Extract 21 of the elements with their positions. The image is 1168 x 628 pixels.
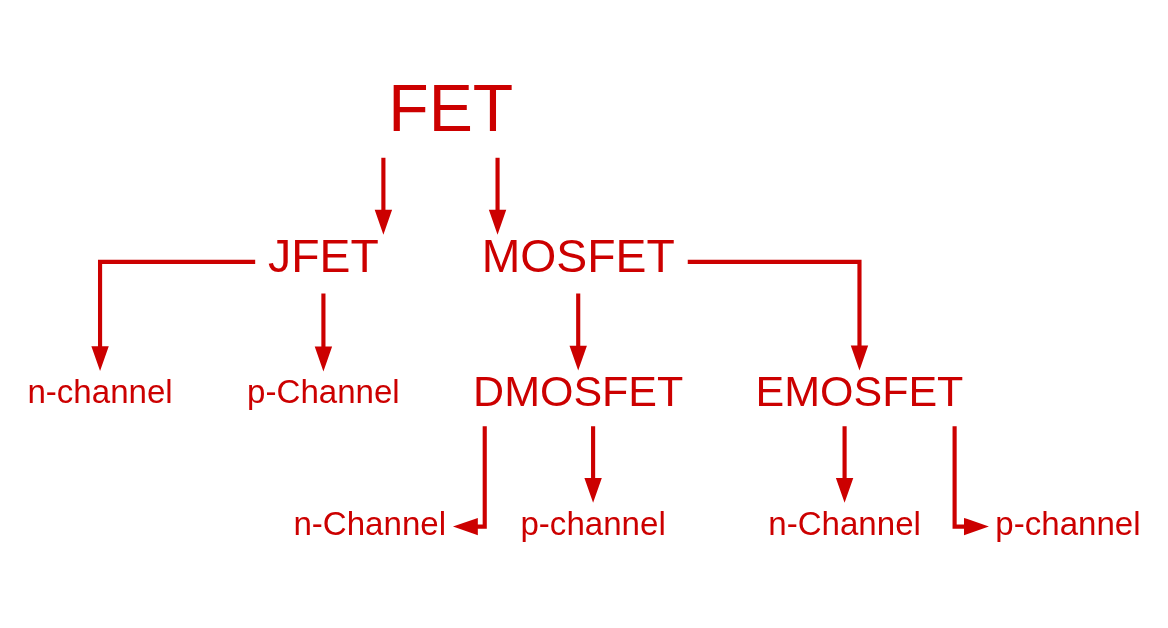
arrow [584,426,602,503]
arrow [314,293,333,372]
node-text: n-Channel [768,504,921,542]
node-text: n-channel [27,373,173,411]
node-text: n-Channel [293,504,447,542]
node-text: FET [388,71,514,146]
arrow [374,157,393,235]
node-text: p-channel [520,504,666,542]
node-text: p-Channel [247,373,400,411]
arrow [452,426,487,536]
node-text: p-channel [995,504,1141,542]
arrow [91,259,256,372]
arrow [687,259,869,371]
arrow [488,157,507,235]
arrow [952,426,989,536]
node-text: JFET [268,230,379,283]
arrow [835,426,854,503]
node-text: MOSFET [481,230,675,283]
node-text: DMOSFET [473,366,684,415]
node-text: EMOSFET [755,366,964,415]
arrow [569,293,587,371]
